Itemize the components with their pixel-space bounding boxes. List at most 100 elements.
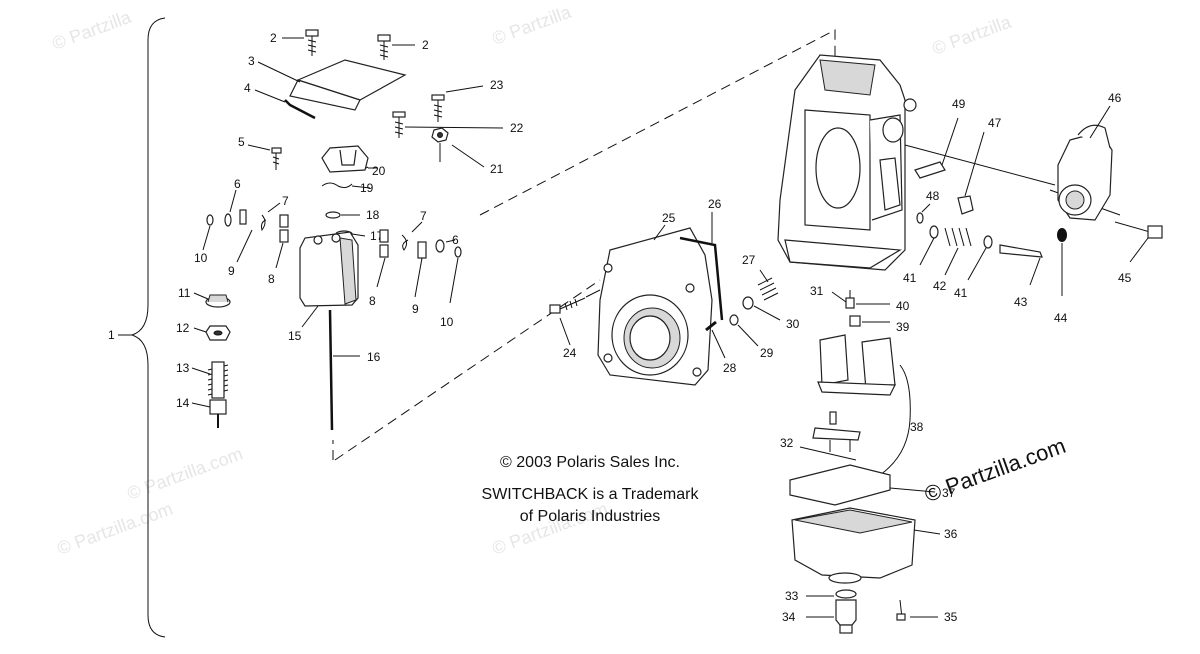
fitting-part-49 (914, 161, 946, 179)
callout-14: 14 (176, 396, 190, 410)
callout-41: 41 (954, 286, 968, 300)
callout-26: 26 (708, 197, 722, 211)
nut-part-21 (431, 127, 449, 143)
jet-part-39 (849, 315, 861, 327)
callout-43: 43 (1014, 295, 1028, 309)
callout-27: 27 (742, 253, 756, 267)
callout-5: 5 (238, 135, 245, 149)
callout-32: 32 (780, 436, 794, 450)
spring-part-27 (757, 277, 779, 301)
callout-1: 1 (108, 328, 115, 342)
copyright-notice: © 2003 Polaris Sales Inc. SWITCHBACK is … (470, 452, 710, 528)
callout-28: 28 (723, 361, 737, 375)
watermark: © Partzilla.com (55, 498, 176, 558)
callout-21: 21 (490, 162, 504, 176)
washer-part-41 (983, 235, 993, 249)
cap-part-47 (957, 195, 974, 215)
callout-2: 2 (422, 38, 429, 52)
screw-part-24 (549, 297, 586, 314)
pilot-screw-part-43 (999, 244, 1043, 258)
trademark-line: SWITCHBACK is a Trademark (481, 486, 699, 503)
callout-9: 9 (228, 264, 235, 278)
plunger-part-14 (209, 399, 227, 428)
callout-8: 8 (369, 294, 376, 308)
callout-23: 23 (490, 78, 504, 92)
spring-part-13 (207, 361, 229, 399)
o-ring-part-48 (916, 212, 924, 224)
watermark: © Partzilla (490, 1, 575, 48)
callout-15: 15 (288, 329, 302, 343)
jet-part-40 (845, 290, 855, 309)
dashed-alignment-line (334, 29, 836, 461)
callout-20: 20 (372, 164, 386, 178)
spring-clip-left (206, 209, 289, 243)
callout-38: 38 (910, 420, 924, 434)
callout-31: 31 (810, 284, 824, 298)
callout-41: 41 (903, 271, 917, 285)
pin-part-28 (705, 320, 717, 332)
callout-8: 8 (268, 272, 275, 286)
watermark: © Partzilla (50, 6, 135, 53)
callout-45: 45 (1118, 271, 1132, 285)
nut-part-12 (205, 325, 231, 341)
cap-part-11 (205, 294, 231, 308)
callout-48: 48 (926, 189, 940, 203)
e-clip-part-18 (325, 211, 341, 219)
washer-part-29 (729, 314, 739, 326)
screw-part-23 (431, 94, 445, 122)
callout-7: 7 (420, 209, 427, 223)
callout-13: 13 (176, 361, 190, 375)
washer-part-30 (742, 296, 754, 310)
ball-part-44 (1057, 228, 1067, 242)
callout-6: 6 (234, 177, 241, 191)
callout-9: 9 (412, 302, 419, 316)
callout-19: 19 (360, 181, 374, 195)
callout-6: 6 (452, 233, 459, 247)
callout-25: 25 (662, 211, 676, 225)
screw-part-45 (1114, 221, 1163, 239)
callout-47: 47 (988, 116, 1002, 130)
trademark-owner-line: of Polaris Industries (519, 508, 661, 525)
choke-part-46 (1057, 124, 1113, 221)
throttle-slide-part-15 (299, 231, 359, 307)
callout-16: 16 (367, 350, 381, 364)
spring-part-42 (944, 227, 972, 247)
carburetor-body (777, 54, 917, 271)
callout-46: 46 (1108, 91, 1122, 105)
watermark: © Partzilla.com (125, 443, 246, 503)
assembly-brace (130, 17, 166, 638)
callout-11: 11 (178, 286, 191, 300)
screw-part-2 (305, 29, 319, 56)
callout-18: 18 (366, 208, 380, 222)
callout-34: 34 (782, 610, 796, 624)
float-part-38 (817, 334, 896, 396)
watermark: © Partzilla (930, 11, 1015, 58)
callout-2: 2 (270, 31, 277, 45)
callout-7: 7 (282, 194, 289, 208)
drain-plug-part-34 (835, 599, 857, 634)
copyright-line: © 2003 Polaris Sales Inc. (500, 454, 680, 471)
callout-10: 10 (194, 251, 208, 265)
float-bowl-part-36 (791, 507, 916, 584)
intake-flange-part-25 (597, 227, 713, 386)
callout-29: 29 (760, 346, 774, 360)
screw-part-35 (896, 599, 906, 621)
callout-4: 4 (244, 81, 251, 95)
washer-part-41 (929, 225, 939, 239)
callout-42: 42 (933, 279, 947, 293)
o-ring-part-33 (835, 589, 857, 599)
callout-24: 24 (563, 346, 577, 360)
gasket-part-4 (284, 99, 316, 120)
callout-12: 12 (176, 321, 190, 335)
callout-3: 3 (248, 54, 255, 68)
jet-needle-part-16 (328, 309, 334, 431)
callout-39: 39 (896, 320, 910, 334)
callout-44: 44 (1054, 311, 1068, 325)
spring-clip-right (379, 229, 462, 259)
callout-22: 22 (510, 121, 524, 135)
callout-40: 40 (896, 299, 910, 313)
callout-30: 30 (786, 317, 800, 331)
callout-35: 35 (944, 610, 958, 624)
gasket-part-37 (789, 464, 891, 506)
